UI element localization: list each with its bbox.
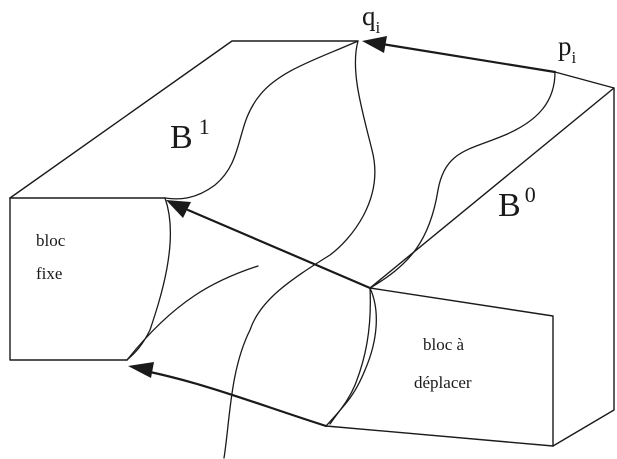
fault-curve-middle — [223, 40, 376, 459]
label-fixed-block-line1: bloc — [36, 231, 66, 250]
fault-curve-front — [126, 265, 259, 361]
label-moving-block-line2: déplacer — [414, 373, 472, 392]
edge-top-back — [9, 40, 359, 199]
displacement-arrows — [128, 36, 557, 428]
arrow-head-bottom — [128, 362, 154, 378]
fault-curve-lower-2 — [329, 287, 371, 425]
arrow-p-to-q — [380, 42, 557, 74]
label-fixed-block-line2: fixe — [36, 264, 62, 283]
edge-top-right — [554, 71, 615, 89]
fault-curve-lower — [325, 287, 377, 427]
edge-right-top — [369, 87, 615, 447]
arrow-head-middle — [166, 200, 191, 218]
label-moving-block-line1: bloc à — [423, 335, 465, 354]
arrow-middle — [186, 208, 372, 290]
label-p: pi — [558, 31, 577, 67]
arrow-bottom — [148, 370, 328, 428]
fault-curves — [126, 40, 556, 459]
fault-curve-b0 — [369, 71, 556, 289]
label-q: qi — [362, 1, 381, 37]
edge-left-face-left — [9, 197, 128, 361]
arrow-head-q — [362, 36, 387, 53]
fault-curve-left-face — [126, 197, 172, 361]
fault-curve-b1-left — [164, 40, 359, 200]
edge-right-front — [369, 287, 554, 447]
block-outline — [9, 40, 615, 447]
edge-bottom — [325, 425, 554, 447]
